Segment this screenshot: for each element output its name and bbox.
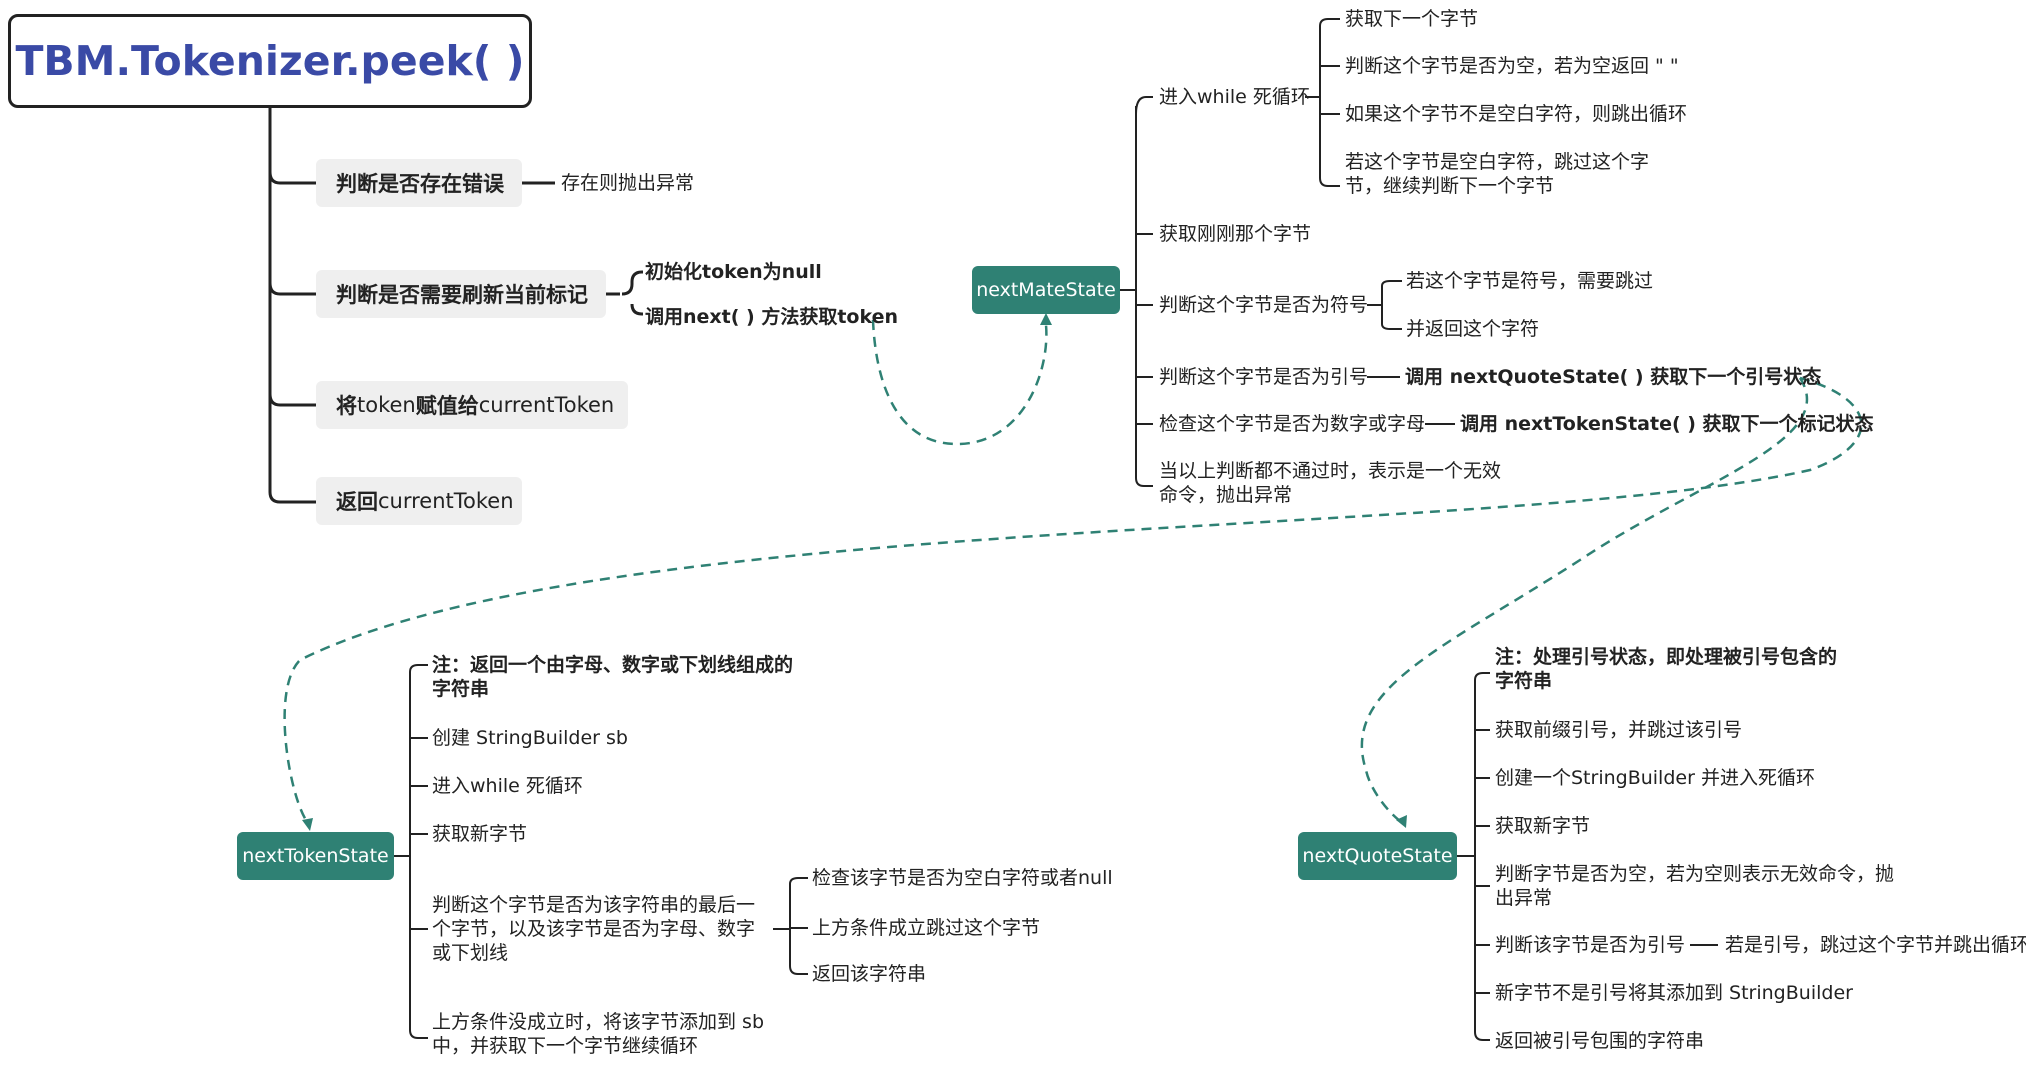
mate-while-child-2: 判断这个字节是否为空，若为空返回 " " — [1345, 55, 1679, 77]
mate-symbol-child-1: 若这个字节是符号，需要跳过 — [1406, 270, 1654, 292]
peek-item-refresh-check: 判断是否需要刷新当前标记 — [316, 270, 606, 318]
token-item-note: 注：返回一个由字母、数字或下划线组成的字符串 — [432, 654, 794, 700]
peek-item-label: 将 — [336, 394, 357, 418]
peek-item-label: 判断是否存在错误 — [336, 172, 504, 196]
peek-item-label: currentToken — [478, 393, 615, 417]
root-title: TBM.Tokenizer.peek( ) — [8, 14, 532, 108]
token-check-child-3: 返回该字符串 — [812, 963, 927, 985]
mate-item-alnum: 检查这个字节是否为数字或字母 — [1159, 413, 1426, 435]
node-next-mate-state: nextMateState — [972, 266, 1120, 314]
peek-item-label: token — [357, 393, 416, 417]
mate-item-invalid: 当以上判断都不通过时，表示是一个无效命令，抛出异常 — [1159, 460, 1502, 506]
peek-item-label: 赋值给 — [415, 394, 479, 418]
token-item-get-byte: 获取新字节 — [432, 823, 528, 845]
node-next-quote-state: nextQuoteState — [1298, 832, 1457, 880]
quote-item-note: 注：处理引号状态，即处理被引号包含的字符串 — [1495, 646, 1838, 692]
mate-item-while: 进入while 死循环 — [1159, 86, 1310, 108]
quote-item-quote-check: 判断该字节是否为引号 — [1495, 934, 1686, 956]
token-check-child-2: 上方条件成立跳过这个字节 — [812, 917, 1041, 939]
quote-item-prefix: 获取前缀引号，并跳过该引号 — [1495, 719, 1743, 741]
quote-item-append: 新字节不是引号将其添加到 StringBuilder — [1495, 982, 1853, 1004]
mate-while-child-3: 如果这个字节不是空白字符，则跳出循环 — [1345, 103, 1688, 125]
peek-item-label: 判断是否需要刷新当前标记 — [336, 283, 588, 307]
mate-quote-child: 调用 nextQuoteState( ) 获取下一个引号状态 — [1405, 366, 1822, 388]
peek-item-error-check: 判断是否存在错误 — [316, 159, 522, 207]
peek-item-label: currentToken — [378, 489, 514, 513]
mate-while-child-1: 获取下一个字节 — [1345, 8, 1479, 30]
peek-refresh-child-1: 初始化token为null — [645, 261, 822, 283]
quote-quote-child: 若是引号，跳过这个字节并跳出循环 — [1725, 934, 2026, 956]
mate-alnum-child: 调用 nextTokenState( ) 获取下一个标记状态 — [1460, 413, 1874, 435]
mate-item-get-byte: 获取刚刚那个字节 — [1159, 223, 1312, 245]
token-item-while: 进入while 死循环 — [432, 775, 583, 797]
mate-symbol-child-2: 并返回这个字符 — [1406, 318, 1540, 340]
mate-item-quote: 判断这个字节是否为引号 — [1159, 366, 1369, 388]
peek-refresh-child-2: 调用next( ) 方法获取token — [645, 306, 899, 328]
quote-item-empty-check: 判断字节是否为空，若为空则表示无效命令，抛出异常 — [1495, 863, 1895, 909]
peek-item-label: 返回 — [336, 490, 378, 514]
node-next-token-state: nextTokenState — [237, 832, 394, 880]
token-check-child-1: 检查该字节是否为空白字符或者null — [812, 867, 1113, 889]
token-item-check: 判断这个字节是否为该字符串的最后一个字节，以及该字节是否为字母、数字或下划线 — [432, 894, 756, 964]
quote-item-create-sb: 创建一个StringBuilder 并进入死循环 — [1495, 767, 1815, 789]
mate-while-child-4: 若这个字节是空白字符，跳过这个字节，继续判断下一个字节 — [1345, 151, 1650, 197]
quote-item-return: 返回被引号包围的字符串 — [1495, 1030, 1705, 1052]
token-item-create-sb: 创建 StringBuilder sb — [432, 727, 628, 749]
peek-error-child: 存在则抛出异常 — [561, 172, 695, 194]
mate-item-symbol: 判断这个字节是否为符号 — [1159, 294, 1369, 316]
quote-item-get-byte: 获取新字节 — [1495, 815, 1591, 837]
token-item-append: 上方条件没成立时，将该字节添加到 sb 中，并获取下一个字节继续循环 — [432, 1011, 764, 1057]
